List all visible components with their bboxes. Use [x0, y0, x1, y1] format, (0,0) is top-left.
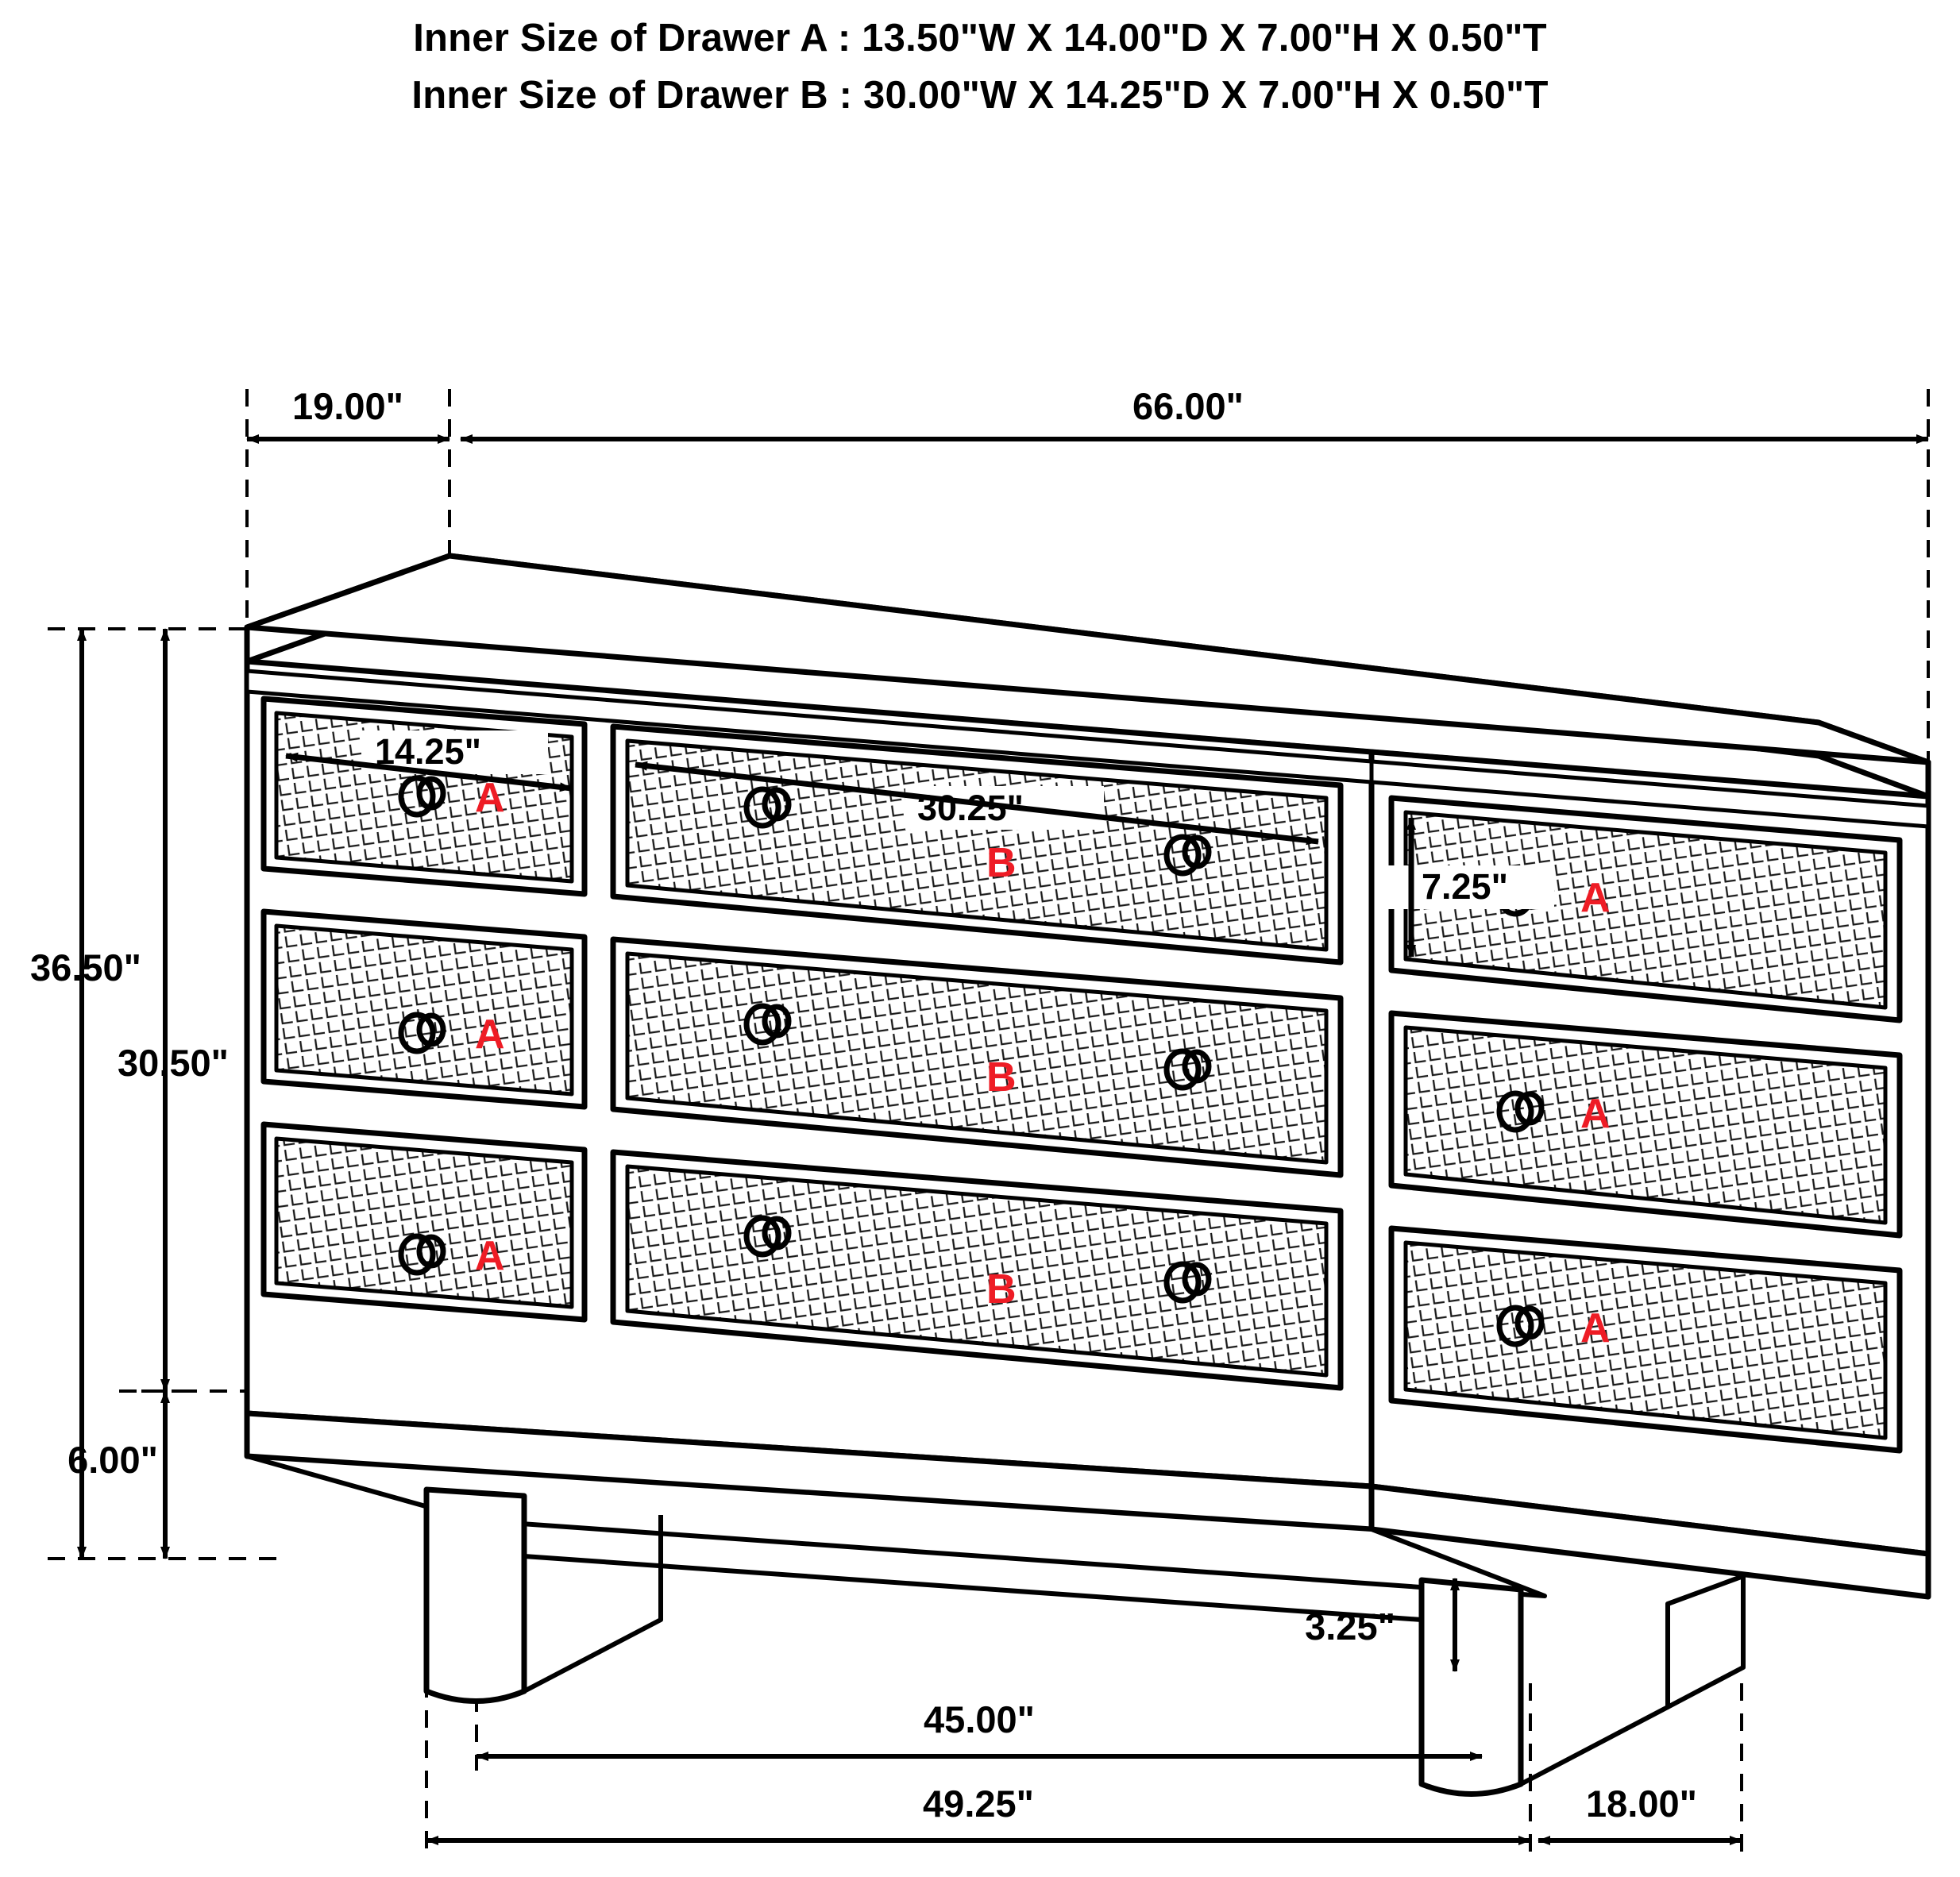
drawer-column-left	[260, 696, 588, 1323]
drawer-label-b-2: B	[986, 1054, 1017, 1100]
depth-dimension-label: 19.00"	[292, 385, 403, 427]
drawer-label-a-right-2: A	[1580, 1091, 1611, 1137]
drawer-b-r2[interactable]	[610, 936, 1344, 1178]
leg-front-right	[1418, 1577, 1670, 1797]
drawer-a-right-r1[interactable]	[1388, 795, 1903, 1023]
drawer-b-r3[interactable]	[610, 1149, 1344, 1391]
pull-a-right-r3[interactable]	[1496, 1305, 1545, 1347]
drawer-a-right-r3[interactable]	[1388, 1225, 1903, 1454]
drawer-a-spec-title: Inner Size of Drawer A : 13.50"W X 14.00…	[413, 17, 1547, 60]
drawer-a-width-label: 14.25"	[375, 731, 481, 772]
plinth-right	[1368, 1483, 1931, 1600]
left-dimension-group: 36.50" 30.50" 6.00"	[30, 628, 229, 1559]
rail-height-label: 3.25"	[1305, 1605, 1395, 1648]
drawer-a-r2[interactable]	[260, 908, 588, 1110]
base-depth-label: 18.00"	[1586, 1783, 1697, 1825]
drawer-a-width-dimension: 14.25"	[285, 730, 573, 792]
pull-b-r3[interactable]	[743, 1215, 1212, 1304]
plinth-underside	[245, 1454, 1547, 1598]
drawer-label-b-3: B	[986, 1266, 1017, 1312]
drawer-a-height-label: 7.25"	[1422, 866, 1508, 907]
drawer-label-b-1: B	[986, 840, 1017, 886]
drawer-a-r3[interactable]	[260, 1121, 588, 1323]
rail-height-dimension: 3.25"	[1305, 1578, 1460, 1672]
drawer-label-a-3: A	[475, 1233, 505, 1279]
drawer-a-right-r2[interactable]	[1388, 1010, 1903, 1239]
drawer-column-right	[1388, 795, 1903, 1454]
stretcher-rail	[523, 1554, 1422, 1622]
drawer-type-labels: A A A B B B A A A	[475, 775, 1611, 1351]
width-dimension-label: 66.00"	[1132, 385, 1244, 427]
leg-height-label: 6.00"	[68, 1439, 158, 1481]
pull-b-r2[interactable]	[743, 1003, 1212, 1091]
drawer-b-width-label: 30.25"	[917, 788, 1024, 828]
cabinet-height-label: 30.50"	[118, 1042, 229, 1084]
bottom-dimension-group: 45.00" 49.25" 18.00"	[426, 1698, 1742, 1845]
top-slab-surface	[244, 553, 1931, 765]
drawer-a-r1[interactable]	[260, 696, 588, 897]
total-height-label: 36.50"	[30, 946, 141, 989]
drawer-b-width-dimension: 30.25"	[635, 761, 1319, 846]
pull-a-r3[interactable]	[398, 1233, 446, 1276]
drawer-b-spec-title: Inner Size of Drawer B : 30.00"W X 14.25…	[411, 74, 1549, 117]
top-dimension-group: 19.00" 66.00"	[246, 385, 1929, 444]
leg-front-left	[423, 1486, 663, 1704]
pull-a-r2[interactable]	[398, 1012, 446, 1054]
drawer-label-a-right-3: A	[1580, 1305, 1611, 1351]
leg-back-right	[1665, 1574, 1746, 1709]
drawer-label-a-2: A	[475, 1012, 505, 1058]
pull-a-right-r2[interactable]	[1496, 1090, 1545, 1133]
base-width-label: 49.25"	[923, 1783, 1034, 1825]
drawer-label-a-right-1: A	[1580, 875, 1611, 921]
drawer-label-a-1: A	[475, 775, 505, 821]
base-inner-width-label: 45.00"	[924, 1698, 1035, 1740]
drawer-a-height-dimension: 7.25"	[1383, 817, 1554, 958]
